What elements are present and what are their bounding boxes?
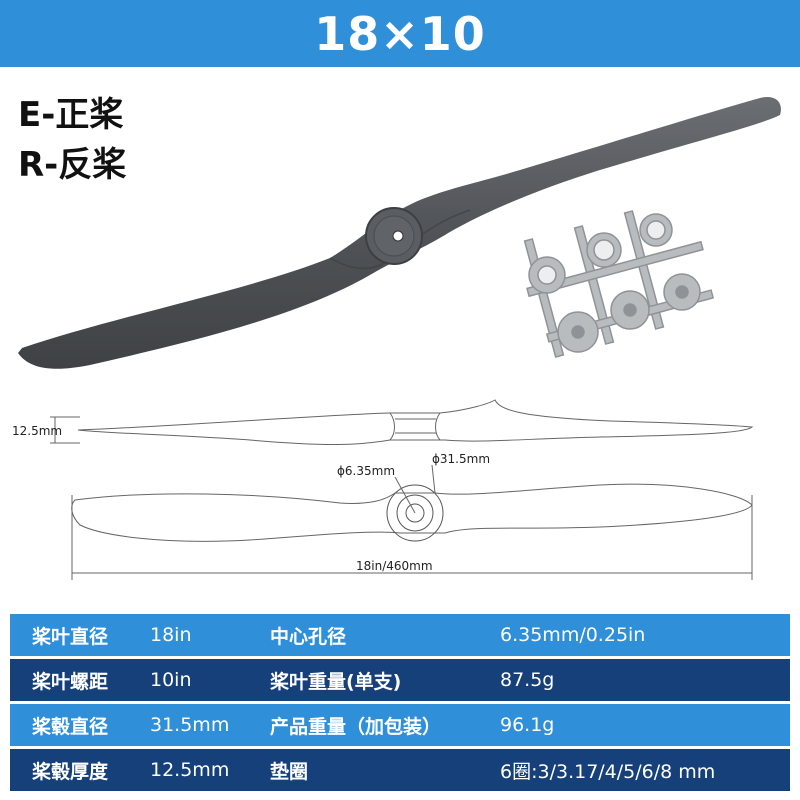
spec-row: 桨叶螺距 10in 桨叶重量(单支) 87.5g	[10, 659, 790, 701]
hub-dimension-leaders	[394, 464, 436, 514]
spec-label: 桨叶直径	[32, 625, 109, 648]
propeller-hub	[365, 207, 423, 265]
spec-row: 桨毂直径 31.5mm 产品重量（加包装） 96.1g	[10, 704, 790, 746]
spec-table: 桨叶直径 18in 中心孔径 6.35mm/0.25in 桨叶螺距 10in 桨…	[10, 614, 790, 791]
spec-label: 产品重量（加包装）	[270, 715, 442, 738]
bore-diameter-label: ϕ6.35mm	[337, 464, 395, 478]
spec-value: 6.35mm/0.25in	[500, 624, 646, 646]
spec-value: 12.5mm	[150, 759, 230, 781]
technical-drawing: 12.5mm ϕ6.35mm ϕ31.5mm 18in/460mm	[12, 399, 754, 580]
length-dimension	[71, 495, 753, 580]
spec-value: 87.5g	[500, 669, 555, 691]
hub-diameter-label: ϕ31.5mm	[432, 452, 490, 466]
spec-label: 中心孔径	[270, 625, 347, 648]
title-bar: 18×10	[0, 0, 800, 67]
spec-label: 桨毂厚度	[32, 760, 109, 783]
thickness-dimension	[50, 416, 80, 444]
spec-value: 96.1g	[500, 714, 555, 736]
length-dimension-label: 18in/460mm	[356, 559, 433, 573]
product-photo	[18, 96, 781, 369]
spec-row: 桨叶直径 18in 中心孔径 6.35mm/0.25in	[10, 614, 790, 656]
spec-row: 桨毂厚度 12.5mm 垫圈 6圈:3/3.17/4/5/6/8 mm	[10, 749, 790, 791]
spec-label: 桨毂直径	[32, 715, 109, 738]
page-title: 18×10	[314, 6, 486, 61]
top-view-outline	[71, 483, 753, 542]
spec-label: 桨叶螺距	[32, 670, 109, 693]
washer-sprue	[523, 210, 715, 358]
thickness-dimension-label: 12.5mm	[12, 424, 62, 438]
reverse-rotation-label: R-反桨	[18, 145, 127, 185]
spec-value: 18in	[150, 624, 192, 646]
forward-rotation-label: E-正桨	[18, 95, 124, 135]
side-view-outline	[77, 399, 754, 445]
spec-value: 6圈:3/3.17/4/5/6/8 mm	[500, 760, 716, 783]
spec-value: 31.5mm	[150, 714, 230, 736]
spec-label: 桨叶重量(单支)	[270, 670, 402, 693]
spec-value: 10in	[150, 669, 192, 691]
rotation-labels: E-正桨 R-反桨	[18, 90, 126, 190]
spec-label: 垫圈	[270, 760, 309, 783]
